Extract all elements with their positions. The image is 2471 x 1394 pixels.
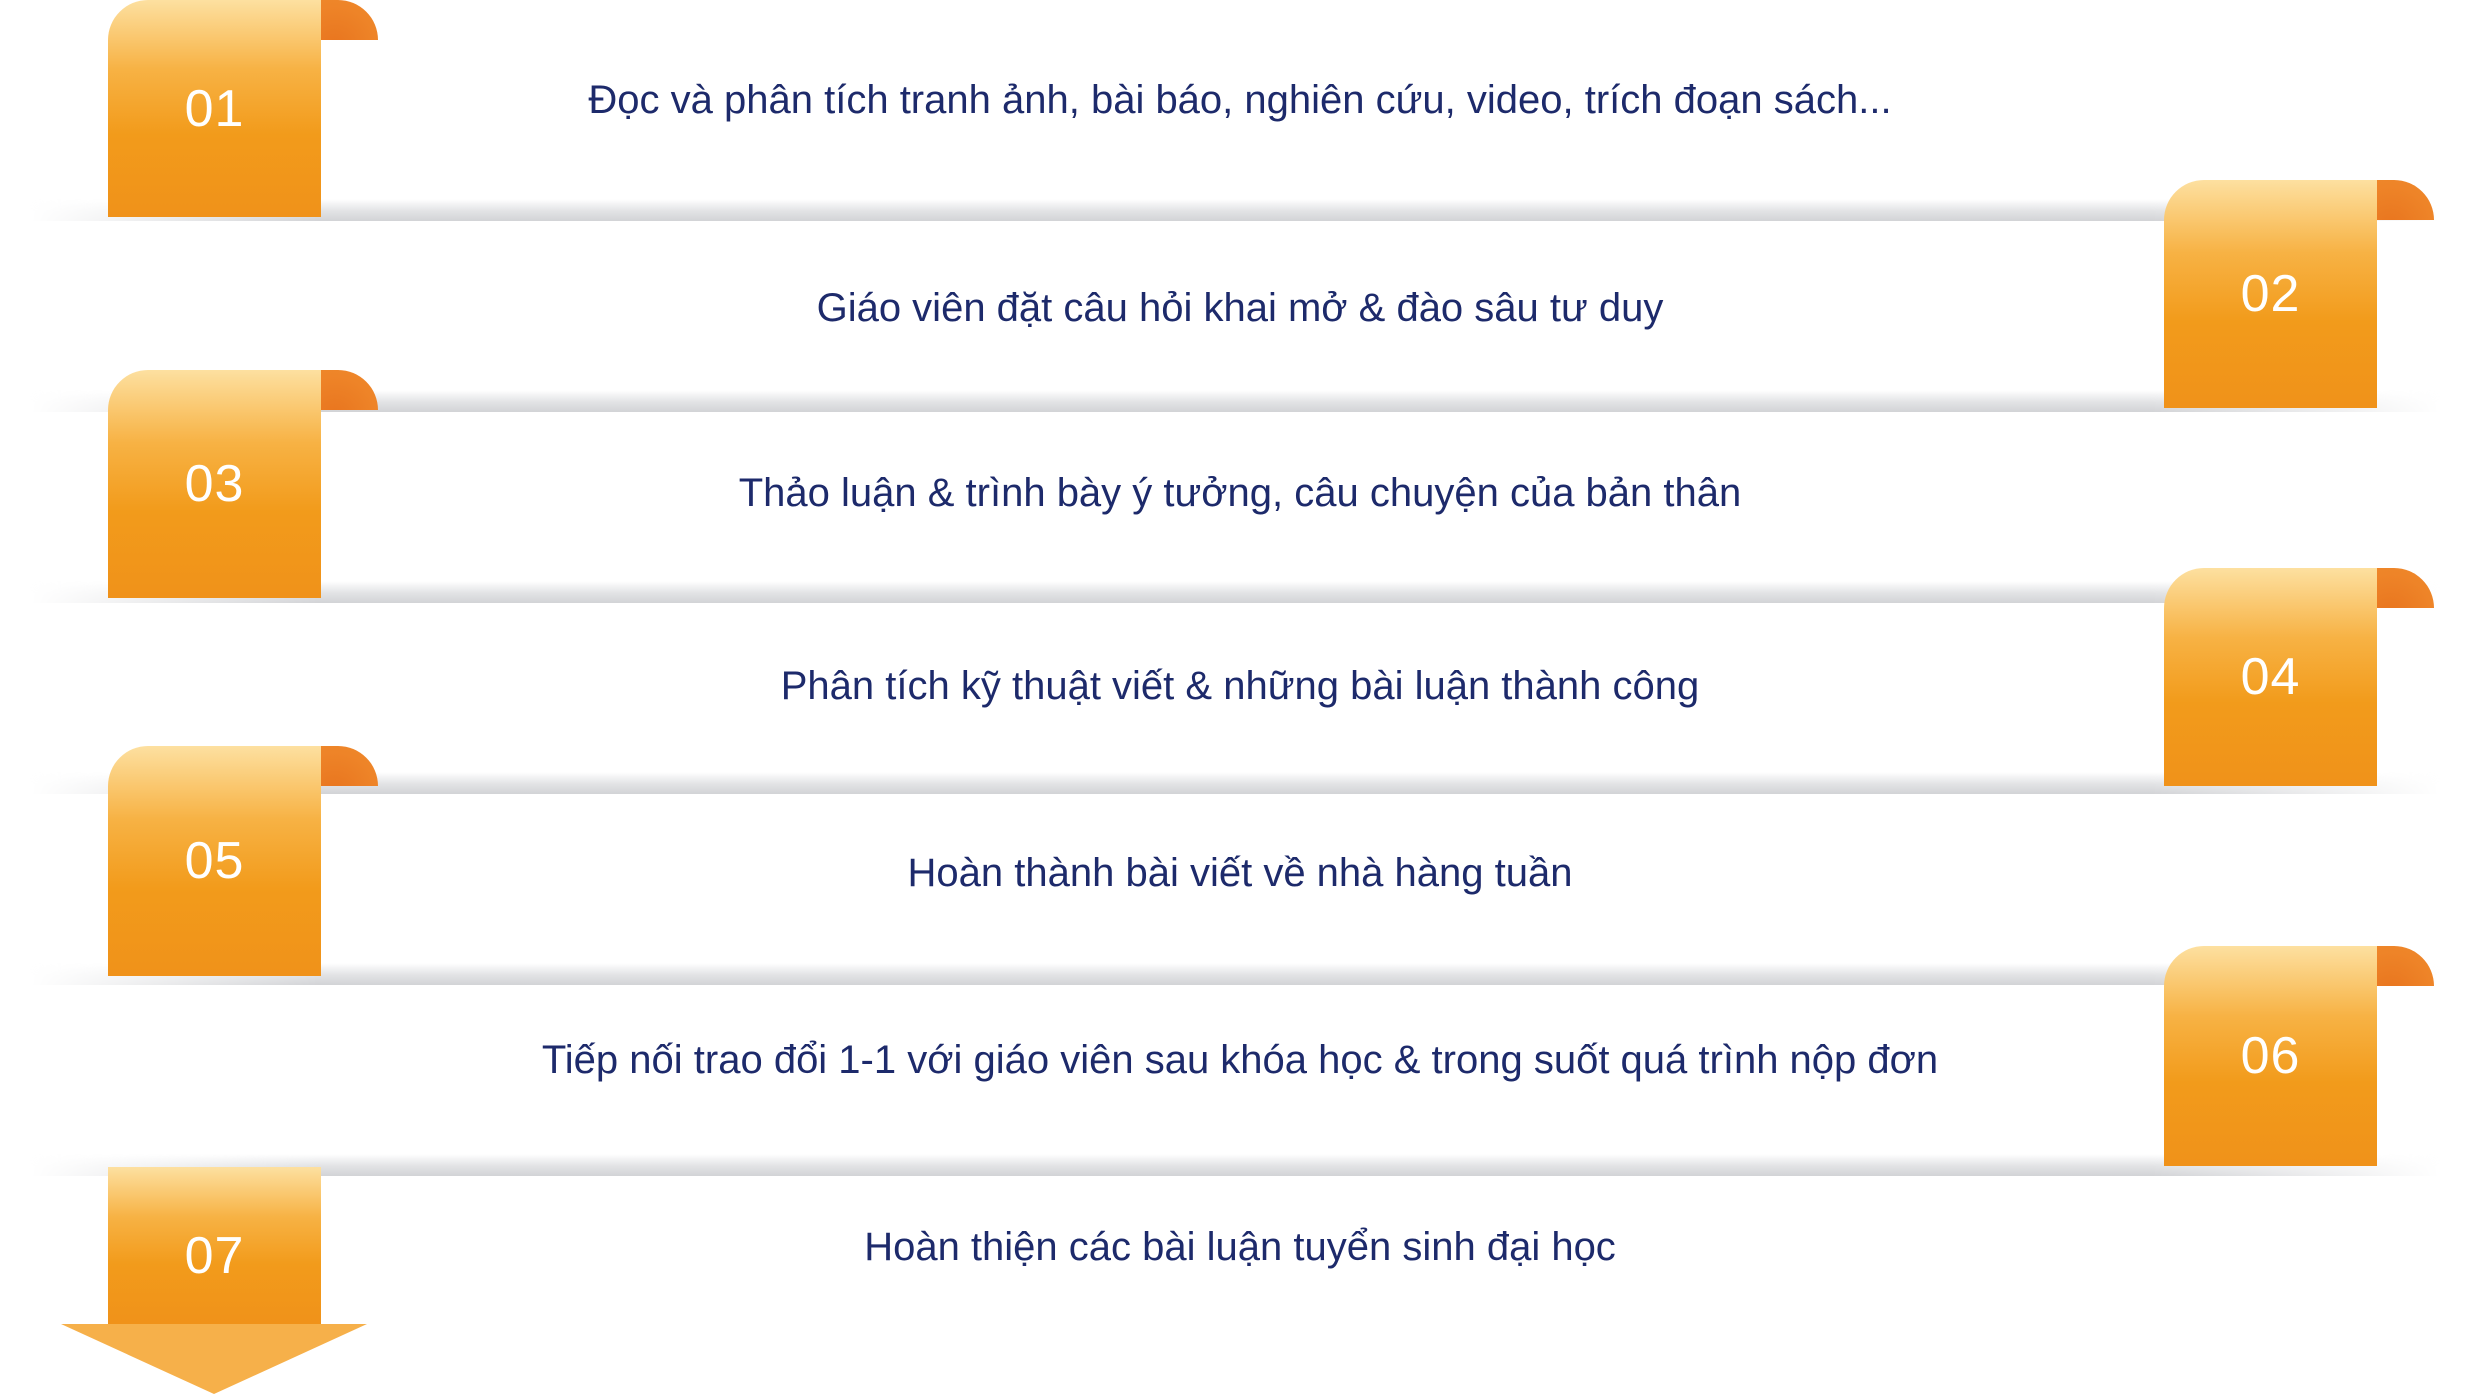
step-text-01: Đọc và phân tích tranh ảnh, bài báo, ngh… [588, 78, 1892, 122]
tab-curl [2377, 568, 2434, 608]
step-tab-03: 03 [108, 370, 378, 598]
tab-body: 05 [108, 746, 321, 976]
separator-band [30, 390, 2440, 412]
step-tab-07: 07 [61, 1167, 378, 1394]
step-tab-05: 05 [108, 746, 378, 976]
step-text-03: Thảo luận & trình bày ý tưởng, câu chuyệ… [738, 471, 1742, 515]
tab-curl [321, 370, 378, 410]
step-text-02: Giáo viên đặt câu hỏi khai mở & đào sâu … [816, 286, 1664, 330]
tab-curl [2377, 180, 2434, 220]
tab-body: 02 [2164, 180, 2377, 408]
step-tab-06: 06 [2164, 946, 2434, 1166]
tab-body: 04 [2164, 568, 2377, 786]
step-text-07: Hoàn thiện các bài luận tuyển sinh đại h… [864, 1225, 1616, 1269]
step-text-05: Hoàn thành bài viết về nhà hàng tuần [907, 851, 1573, 895]
tab-body: 01 [108, 0, 321, 217]
separator-band [30, 1154, 2440, 1176]
tab-body: 03 [108, 370, 321, 598]
step-text-06: Tiếp nối trao đổi 1-1 với giáo viên sau … [541, 1038, 1939, 1082]
step-number: 04 [2240, 648, 2301, 706]
step-text-04: Phân tích kỹ thuật viết & những bài luận… [780, 664, 1700, 708]
down-arrow-icon [61, 1324, 367, 1394]
step-number: 05 [184, 832, 245, 890]
separator-band [30, 199, 2440, 221]
tab-curl [321, 0, 378, 40]
step-tab-04: 04 [2164, 568, 2434, 786]
tab-curl [2377, 946, 2434, 986]
separator-band [30, 963, 2440, 985]
step-tab-02: 02 [2164, 180, 2434, 408]
separator-band [30, 581, 2440, 603]
step-number: 02 [2240, 265, 2301, 323]
tab-body: 06 [2164, 946, 2377, 1166]
step-number: 01 [184, 79, 245, 138]
step-number: 03 [184, 455, 245, 513]
tab-body: 07 [108, 1167, 321, 1324]
step-number: 06 [2240, 1027, 2301, 1085]
step-number: 07 [184, 1226, 245, 1285]
separator-band [30, 772, 2440, 794]
step-tab-01: 01 [108, 0, 378, 217]
tab-curl [321, 746, 378, 786]
